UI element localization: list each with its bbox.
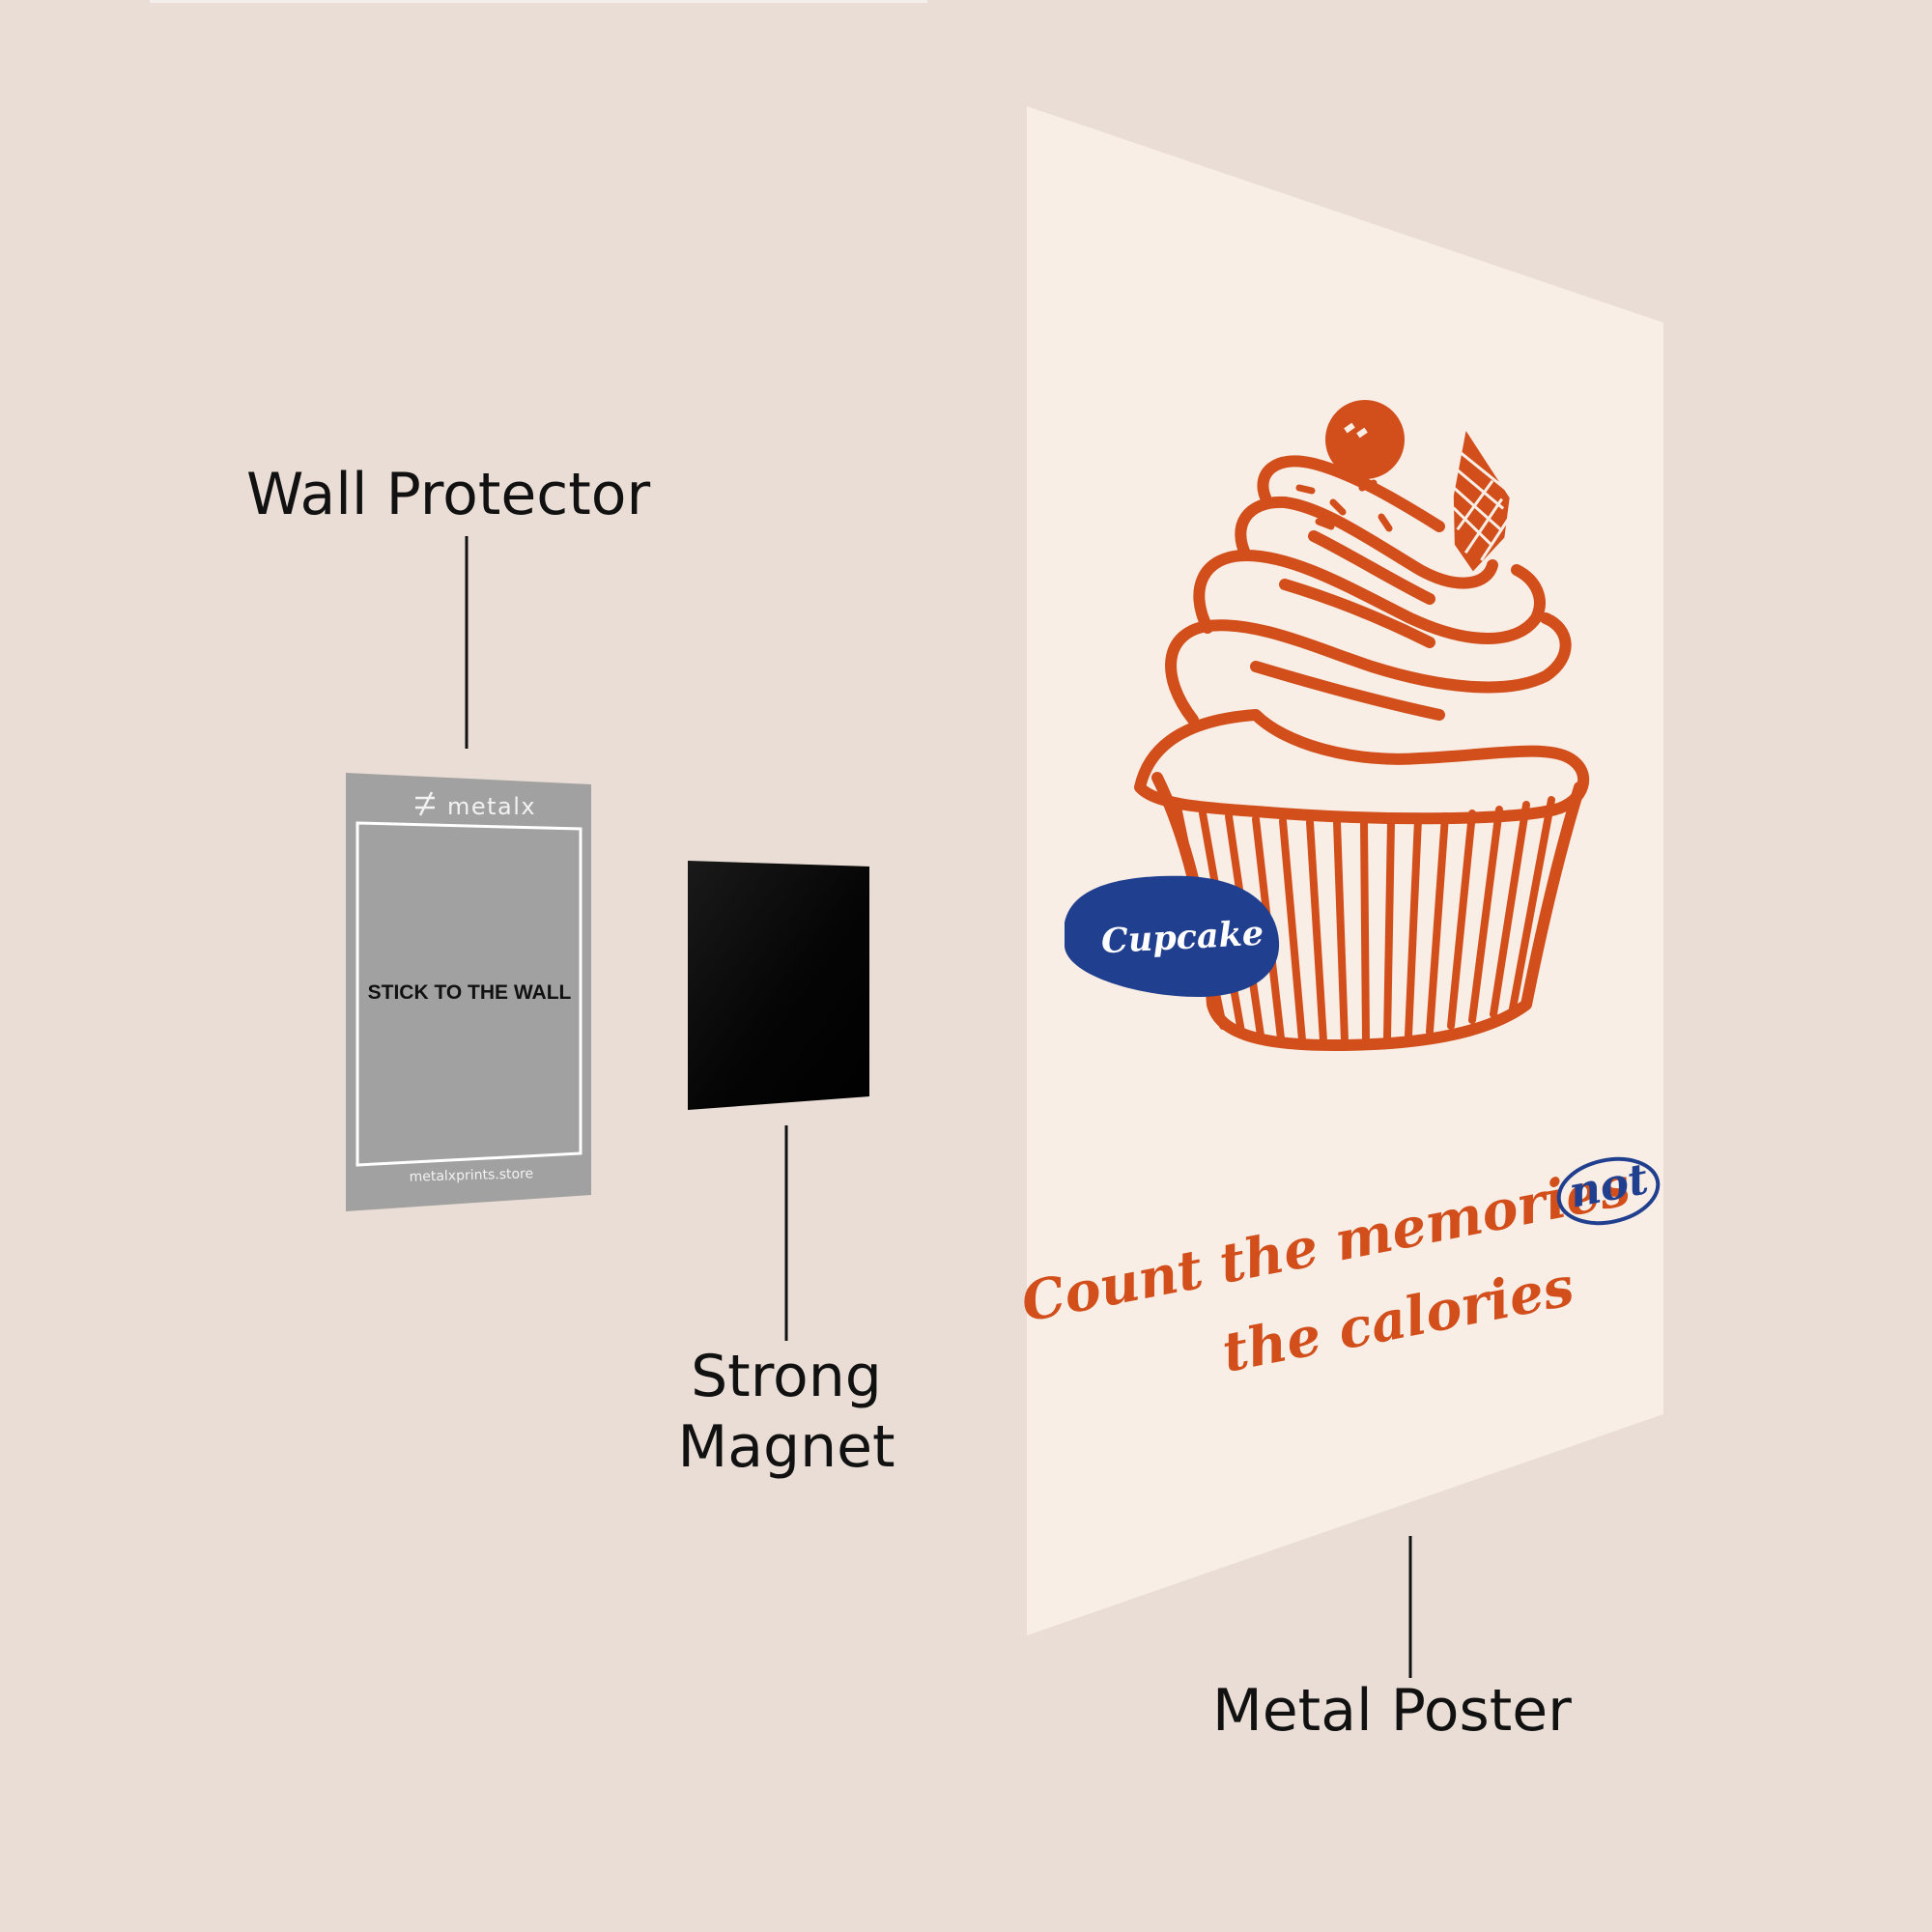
sprinkles xyxy=(1295,479,1393,532)
frosting-peak xyxy=(1257,455,1445,532)
cupcake-rim xyxy=(1134,709,1590,825)
cupcake-badge xyxy=(1065,875,1280,997)
cherry-icon xyxy=(1325,400,1405,479)
frosting-inner-1 xyxy=(1279,579,1435,648)
wall-protector: metalx STICK TO THE WALL metalxprints.st… xyxy=(346,773,591,1211)
poster-surface xyxy=(1027,106,1663,1635)
strong-magnet-label: Strong Magnet xyxy=(677,1342,895,1483)
wall-protector-border xyxy=(355,821,582,1167)
not-circle-icon xyxy=(1556,1156,1661,1226)
strong-magnet-label-line-1: Strong xyxy=(691,1343,882,1410)
wall-protector-label: Wall Protector xyxy=(246,461,651,528)
frosting-inner-3 xyxy=(1308,530,1435,605)
frosting-inner-2 xyxy=(1250,661,1445,721)
frosting-middle xyxy=(1193,550,1546,644)
wall-protector-plate xyxy=(346,773,591,1211)
strong-magnet-plate xyxy=(688,861,869,1110)
top-edge-strip xyxy=(150,0,927,3)
wafer-icon xyxy=(1451,431,1511,572)
protector-website: metalxprints.store xyxy=(409,1166,533,1185)
protector-instruction: STICK TO THE WALL xyxy=(368,981,572,1004)
frosting-bottom xyxy=(1165,612,1572,725)
badge-label: Cupcake xyxy=(1100,914,1264,962)
protector-brand: metalx xyxy=(447,793,536,820)
metal-poster-label: Metal Poster xyxy=(1212,1677,1572,1745)
frosting-top xyxy=(1235,496,1498,589)
strong-magnet-label-line-2: Magnet xyxy=(677,1413,895,1482)
metalx-logo-icon xyxy=(415,791,435,816)
metal-poster: Cupcake Count the memories the calories … xyxy=(1016,106,1663,1635)
